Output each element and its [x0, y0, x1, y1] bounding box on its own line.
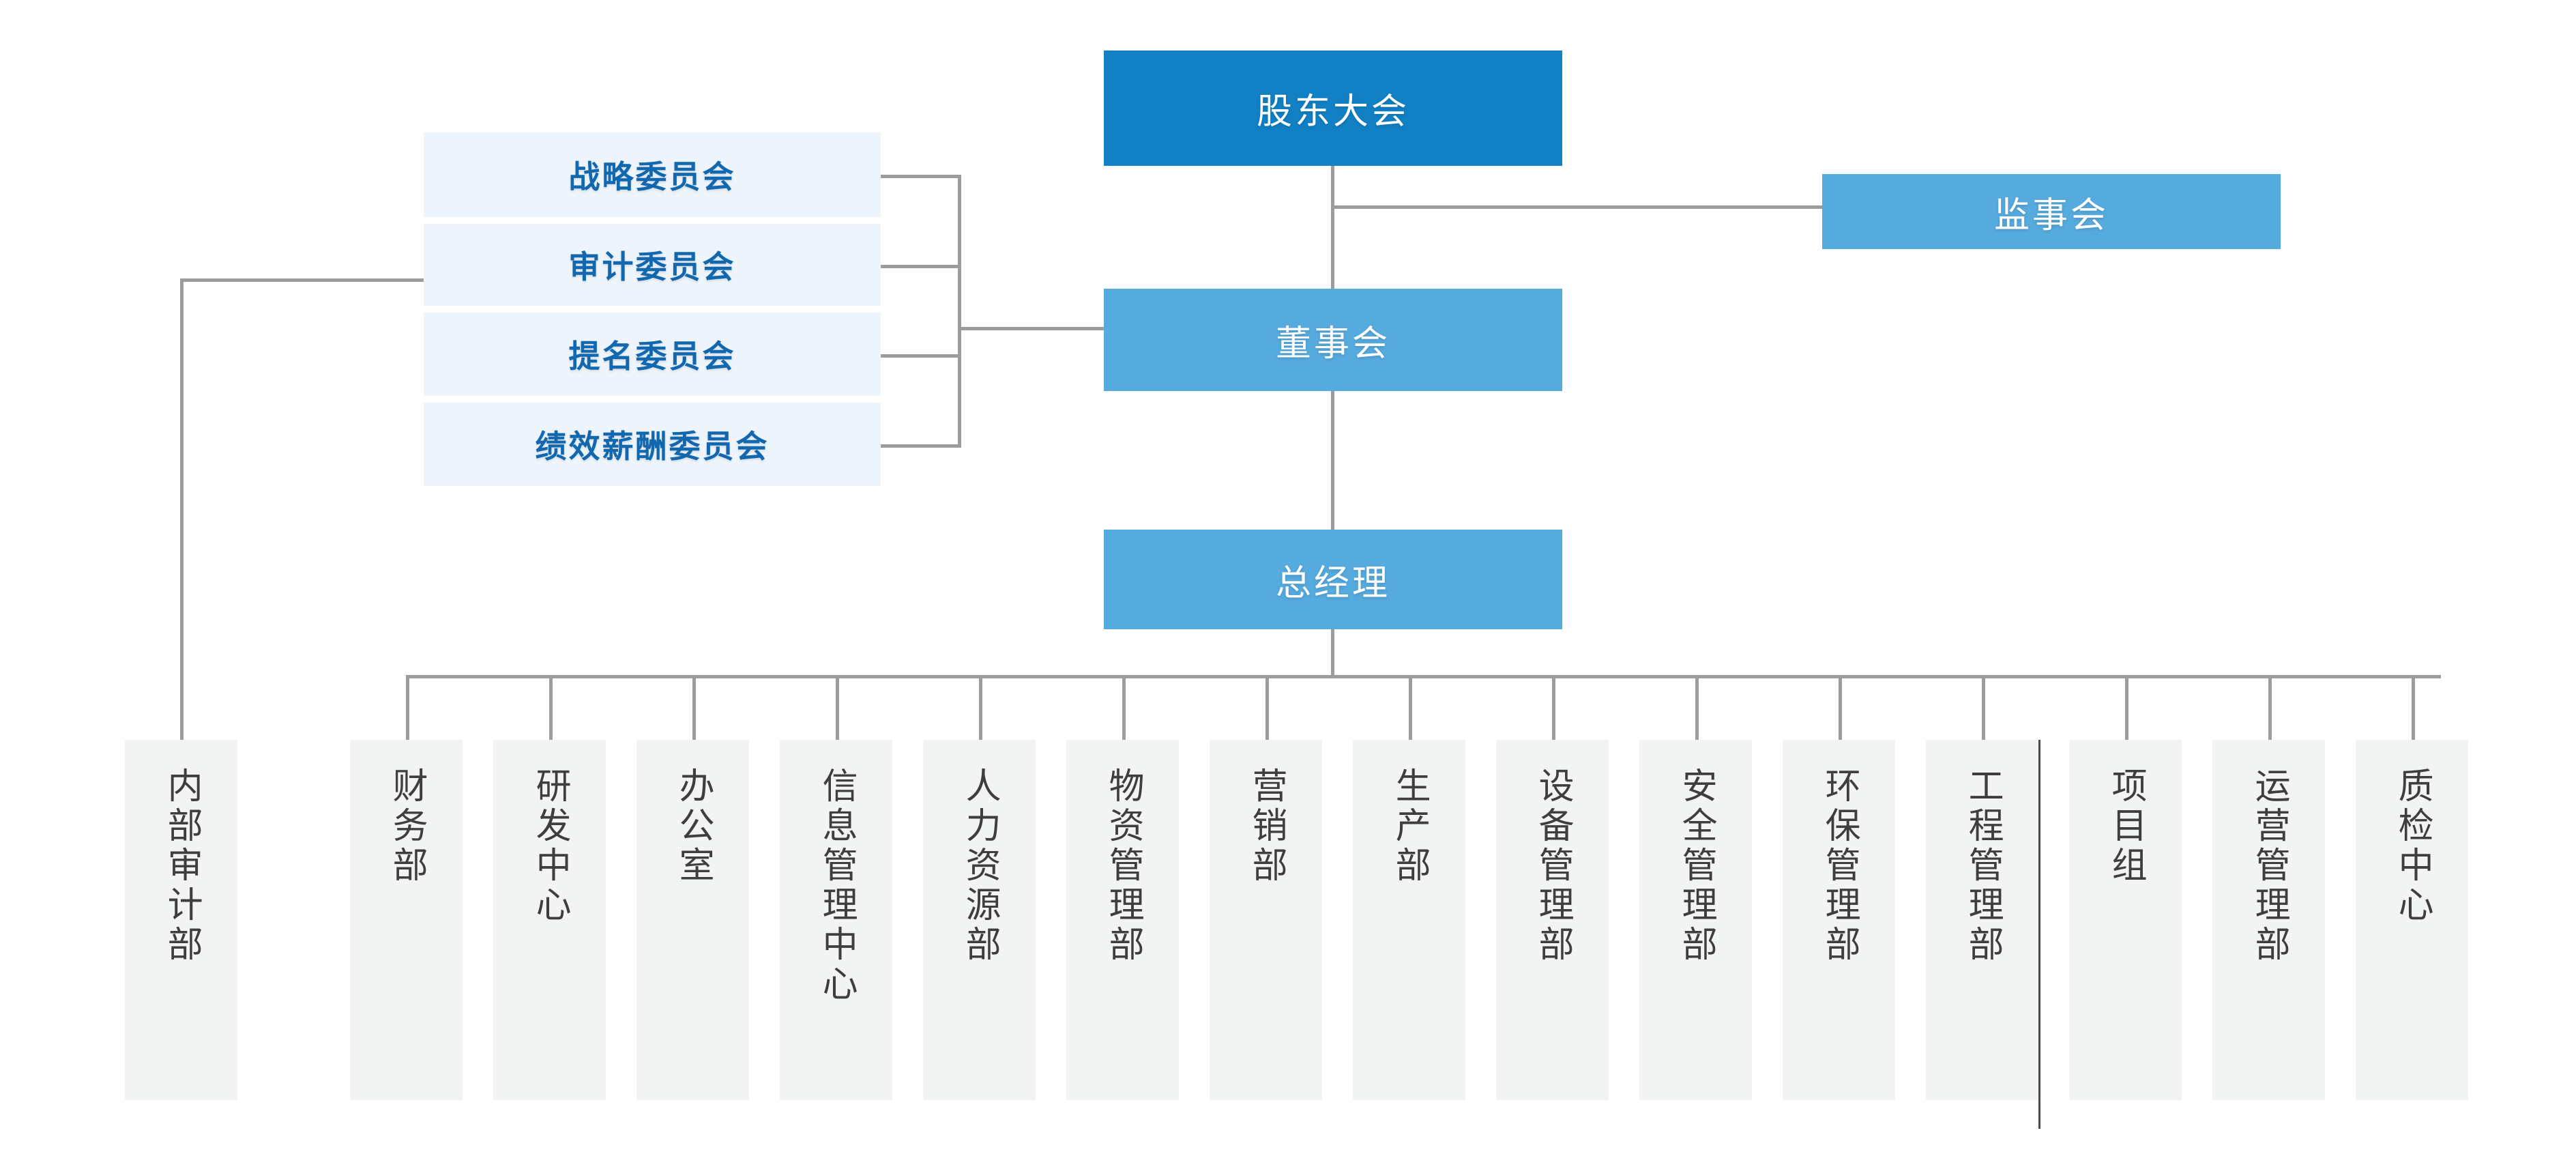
connector-dept-leg-9 [1552, 675, 1555, 740]
node-department-rnd-center[interactable]: 研发中心 [493, 740, 606, 1100]
node-department-quality-inspection-center-label: 质检中心 [2392, 767, 2433, 925]
node-department-operations-management-label: 运营管理部 [2249, 767, 2289, 965]
node-department-safety-management[interactable]: 安全管理部 [1639, 740, 1752, 1100]
connector-audit-to-internal-v [180, 278, 184, 740]
node-committee-strategy[interactable]: 战略委员会 [424, 132, 881, 217]
node-committee-remuneration-label: 绩效薪酬委员会 [535, 429, 770, 464]
connector-dept-leg-10 [1695, 675, 1699, 740]
connector-dept-leg-7 [1265, 675, 1269, 740]
node-internal-audit-department[interactable]: 内部审计部 [125, 740, 237, 1100]
node-department-information-management-center-label: 信息管理中心 [817, 767, 857, 1005]
connector-shareholders-down [1331, 166, 1334, 289]
node-department-materials-management-inner: 物资管理部 [1066, 767, 1179, 1073]
node-committee-audit[interactable]: 审计委员会 [424, 224, 881, 306]
node-department-rnd-center-inner: 研发中心 [493, 767, 606, 1073]
node-department-human-resources-inner: 人力资源部 [923, 767, 1036, 1073]
connector-dept-leg-2 [549, 675, 553, 740]
node-department-operations-management-inner: 运营管理部 [2212, 767, 2325, 1073]
connector-supervisory-horizontal [1331, 205, 1822, 209]
connector-committee-4 [880, 444, 961, 448]
connector-dept-leg-11 [1839, 675, 1842, 740]
node-committee-nomination-label: 提名委员会 [568, 339, 736, 374]
node-department-quality-inspection-center[interactable]: 质检中心 [2356, 740, 2468, 1100]
node-department-safety-management-inner: 安全管理部 [1639, 767, 1752, 1073]
node-department-human-resources-label: 人力资源部 [960, 767, 1000, 965]
connector-audit-to-internal-h [180, 278, 426, 282]
node-department-equipment-management[interactable]: 设备管理部 [1496, 740, 1609, 1100]
node-department-production[interactable]: 生产部 [1353, 740, 1465, 1100]
node-supervisory-board[interactable]: 监事会 [1822, 174, 2281, 249]
node-department-information-management-center[interactable]: 信息管理中心 [780, 740, 892, 1100]
node-committee-remuneration[interactable]: 绩效薪酬委员会 [424, 403, 881, 486]
node-department-production-inner: 生产部 [1353, 767, 1465, 1073]
node-department-project-team-inner: 项目组 [2069, 767, 2182, 1073]
node-committee-strategy-label: 战略委员会 [568, 159, 736, 195]
connector-dept-leg-13 [2125, 675, 2128, 740]
node-shareholders-meeting[interactable]: 股东大会 [1104, 51, 1562, 166]
node-department-production-label: 生产部 [1390, 767, 1430, 886]
connector-dept-leg-1 [406, 675, 409, 740]
connector-committee-spine-lower [958, 327, 961, 444]
node-department-project-team[interactable]: 项目组 [2069, 740, 2182, 1100]
node-department-human-resources[interactable]: 人力资源部 [923, 740, 1036, 1100]
node-department-environmental-management-label: 环保管理部 [1819, 767, 1860, 965]
node-department-finance-inner: 财务部 [350, 767, 463, 1073]
connector-dept-leg-12 [1982, 675, 1985, 740]
node-department-materials-management-label: 物资管理部 [1103, 767, 1143, 965]
node-department-finance-label: 财务部 [387, 767, 427, 886]
connector-committee-2 [880, 265, 961, 268]
connector-committee-1 [880, 175, 961, 178]
node-department-rnd-center-label: 研发中心 [530, 767, 570, 925]
node-department-office[interactable]: 办公室 [636, 740, 749, 1100]
connector-dept-leg-15 [2412, 675, 2415, 740]
node-department-office-inner: 办公室 [636, 767, 749, 1073]
connector-committees-to-board [958, 327, 1104, 330]
node-shareholders-meeting-label: 股东大会 [1256, 92, 1409, 132]
node-department-information-management-center-inner: 信息管理中心 [780, 767, 892, 1073]
node-supervisory-board-label: 监事会 [1993, 195, 2109, 235]
node-committee-nomination[interactable]: 提名委员会 [424, 313, 881, 396]
node-internal-audit-department-inner: 内部审计部 [125, 767, 237, 1073]
node-department-engineering-management-label: 工程管理部 [1963, 767, 2003, 965]
connector-dept-leg-8 [1409, 675, 1412, 740]
node-department-safety-management-label: 安全管理部 [1676, 767, 1716, 965]
node-internal-audit-department-label: 内部审计部 [162, 767, 202, 965]
connector-dept-leg-3 [692, 675, 696, 740]
connector-dept-leg-14 [2268, 675, 2272, 740]
node-department-engineering-management-inner: 工程管理部 [1926, 767, 2038, 1073]
node-department-environmental-management-inner: 环保管理部 [1783, 767, 1895, 1073]
node-department-marketing[interactable]: 营销部 [1210, 740, 1322, 1100]
node-department-finance[interactable]: 财务部 [350, 740, 463, 1100]
node-department-equipment-management-label: 设备管理部 [1533, 767, 1573, 965]
node-committee-audit-label: 审计委员会 [568, 249, 736, 285]
divider-engineering-project [2038, 740, 2040, 1129]
node-department-marketing-inner: 营销部 [1210, 767, 1322, 1073]
node-board-of-directors-label: 董事会 [1275, 323, 1390, 364]
connector-dept-leg-6 [1122, 675, 1126, 740]
node-department-quality-inspection-center-inner: 质检中心 [2356, 767, 2468, 1073]
connector-dept-leg-4 [836, 675, 839, 740]
node-board-of-directors[interactable]: 董事会 [1104, 289, 1562, 391]
node-department-environmental-management[interactable]: 环保管理部 [1783, 740, 1895, 1100]
node-department-equipment-management-inner: 设备管理部 [1496, 767, 1609, 1073]
connector-department-bus [406, 675, 2441, 678]
node-department-project-team-label: 项目组 [2106, 767, 2146, 886]
connector-board-to-gm [1331, 391, 1334, 530]
connector-committee-3 [880, 354, 961, 358]
node-department-engineering-management[interactable]: 工程管理部 [1926, 740, 2038, 1100]
connector-committee-spine [958, 175, 961, 327]
node-general-manager[interactable]: 总经理 [1104, 530, 1562, 629]
connector-dept-leg-5 [979, 675, 982, 740]
node-general-manager-label: 总经理 [1275, 563, 1390, 603]
node-department-marketing-label: 营销部 [1246, 767, 1287, 886]
node-department-materials-management[interactable]: 物资管理部 [1066, 740, 1179, 1100]
connector-gm-down [1331, 629, 1334, 675]
node-department-office-label: 办公室 [673, 767, 714, 886]
node-department-operations-management[interactable]: 运营管理部 [2212, 740, 2325, 1100]
